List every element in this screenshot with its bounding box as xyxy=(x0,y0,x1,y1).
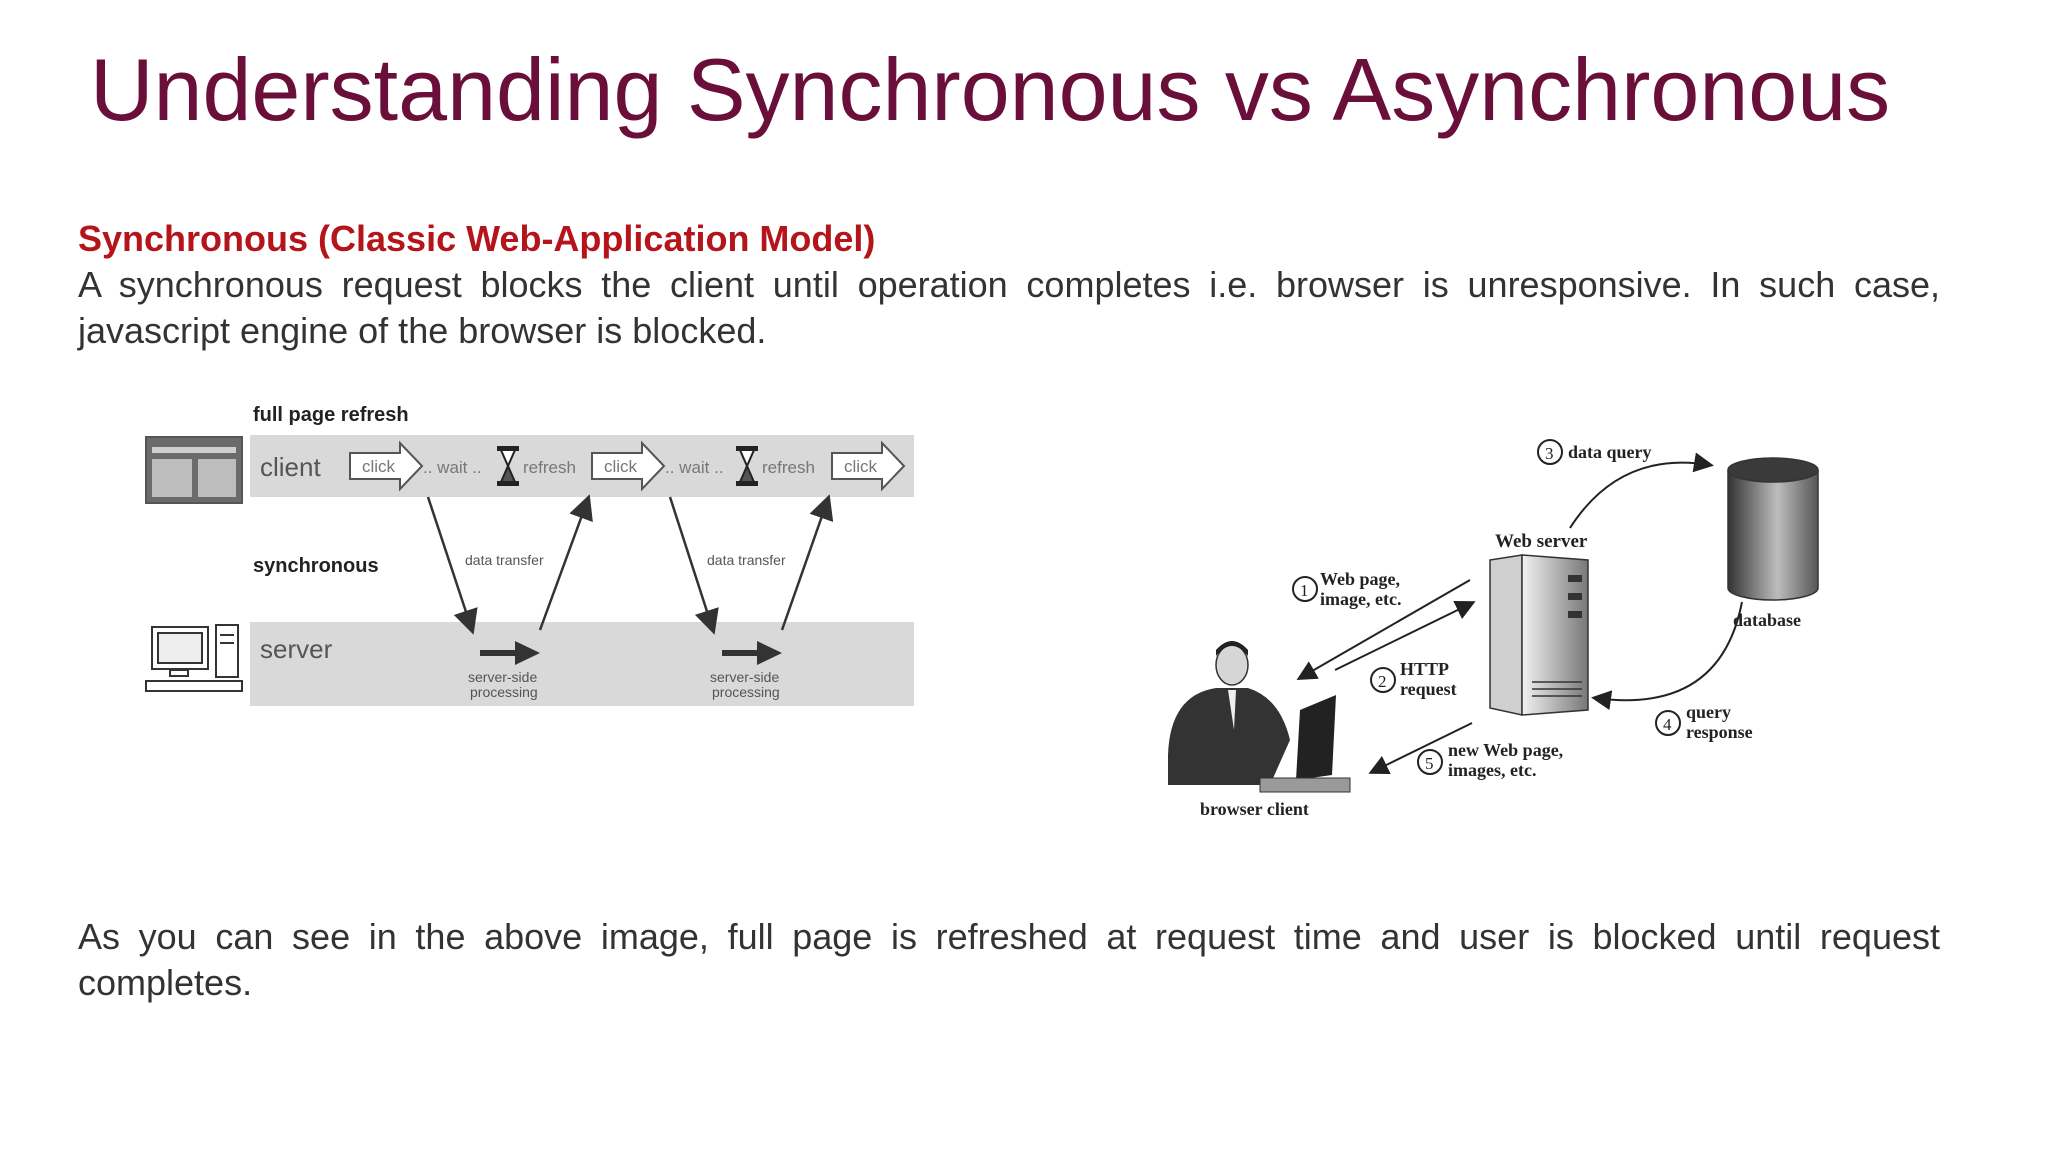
full-page-refresh-label: full page refresh xyxy=(253,404,409,426)
user-at-computer-icon xyxy=(1168,641,1351,793)
refresh-label-1: refresh xyxy=(523,458,576,477)
svg-text:server-side: server-side xyxy=(710,669,779,685)
conclusion-paragraph: As you can see in the above image, full … xyxy=(78,916,1940,1003)
svg-text:Web page,: Web page, xyxy=(1320,569,1400,589)
web-server-icon xyxy=(1489,554,1589,716)
processing-arrow-1: server-side processing xyxy=(468,641,540,700)
svg-text:4: 4 xyxy=(1663,715,1672,734)
hourglass-icon xyxy=(497,446,519,486)
desktop-computer-icon xyxy=(145,624,243,692)
svg-text:data query: data query xyxy=(1568,442,1652,462)
svg-text:processing: processing xyxy=(470,684,538,700)
click-arrow-2: click xyxy=(591,440,666,492)
database-label: database xyxy=(1733,610,1801,630)
hourglass-icon xyxy=(736,446,758,486)
svg-text:click: click xyxy=(844,457,878,476)
svg-text:click: click xyxy=(604,457,638,476)
svg-text:5: 5 xyxy=(1425,754,1434,773)
svg-text:query: query xyxy=(1686,702,1731,722)
svg-text:click: click xyxy=(362,457,396,476)
svg-text:3: 3 xyxy=(1545,444,1554,463)
svg-text:image, etc.: image, etc. xyxy=(1320,589,1401,609)
browser-window-icon xyxy=(145,436,243,504)
processing-arrow-2: server-side processing xyxy=(710,641,782,700)
svg-text:2: 2 xyxy=(1378,672,1387,691)
svg-text:response: response xyxy=(1686,722,1753,742)
svg-text:request: request xyxy=(1400,679,1457,699)
browser-client-label: browser client xyxy=(1200,799,1309,819)
svg-text:HTTP: HTTP xyxy=(1400,659,1449,679)
svg-text:server-side: server-side xyxy=(468,669,537,685)
sync-timeline-diagram: full page refresh client server synchron… xyxy=(145,404,914,706)
data-transfer-label-1: data transfer xyxy=(465,552,544,568)
synchronous-label: synchronous xyxy=(253,555,379,577)
server-label: server xyxy=(260,634,333,664)
step-1: 1 Web page, image, etc. xyxy=(1292,569,1401,609)
svg-text:new Web page,: new Web page, xyxy=(1448,740,1563,760)
svg-text:1: 1 xyxy=(1300,581,1309,600)
client-label: client xyxy=(260,452,321,482)
wait-label-1: .. wait .. xyxy=(423,458,482,477)
section-heading: Synchronous (Classic Web-Application Mod… xyxy=(78,218,876,259)
step-2: 2 HTTP request xyxy=(1370,659,1457,699)
server-band xyxy=(250,622,914,706)
intro-paragraph: A synchronous request blocks the client … xyxy=(78,264,1940,351)
click-arrow-3: click xyxy=(831,440,906,492)
svg-text:images, etc.: images, etc. xyxy=(1448,760,1536,780)
step-5: 5 new Web page, images, etc. xyxy=(1417,740,1563,780)
refresh-label-2: refresh xyxy=(762,458,815,477)
data-transfer-label-2: data transfer xyxy=(707,552,786,568)
flow-arrows xyxy=(1296,452,1743,774)
step-4: 4 query response xyxy=(1655,702,1753,742)
click-arrow-1: click xyxy=(349,440,424,492)
web-server-label: Web server xyxy=(1495,531,1588,552)
svg-text:processing: processing xyxy=(712,684,780,700)
slide-title: Understanding Synchronous vs Asynchronou… xyxy=(90,40,1891,139)
database-icon xyxy=(1727,457,1819,601)
web-model-diagram: Web server database xyxy=(1168,439,1819,819)
data-transfer-arrows xyxy=(426,494,834,635)
step-3: 3 data query xyxy=(1537,439,1652,465)
wait-label-2: .. wait .. xyxy=(665,458,724,477)
